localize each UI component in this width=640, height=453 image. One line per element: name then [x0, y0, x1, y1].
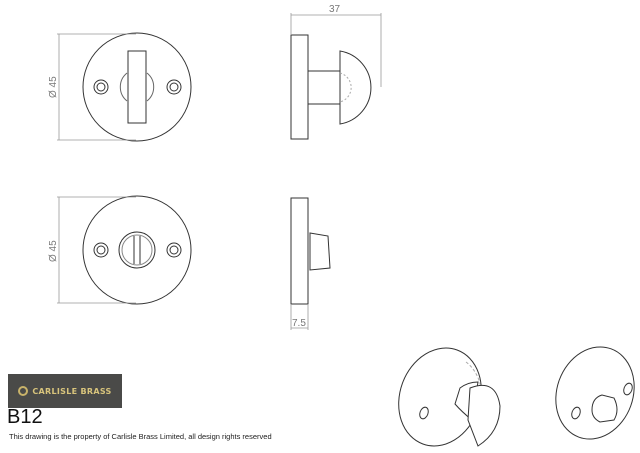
side-view-release	[290, 197, 331, 305]
diameter-label-top: Ø 45	[48, 76, 59, 98]
width-dimension-top	[290, 13, 382, 87]
thickness-dimension-bottom	[290, 305, 309, 330]
diameter-label-bottom: Ø 45	[48, 240, 59, 262]
brand-logo: CARLISLE BRASS	[8, 374, 122, 408]
brand-name: CARLISLE BRASS	[32, 386, 112, 396]
brand-mark-icon	[18, 386, 29, 396]
front-view-turn	[82, 32, 192, 142]
side-view-turn	[290, 34, 372, 140]
thickness-label-bottom: 7.5	[292, 318, 306, 329]
width-label-top: 37	[329, 4, 341, 15]
isometric-view-release	[555, 346, 635, 440]
copyright-note: This drawing is the property of Carlisle…	[9, 432, 272, 441]
diameter-dimension-top	[57, 33, 136, 141]
isometric-view-turn	[398, 347, 501, 447]
product-code: B12	[7, 406, 43, 428]
front-view-release	[82, 195, 192, 305]
diameter-dimension-bottom	[57, 196, 136, 304]
